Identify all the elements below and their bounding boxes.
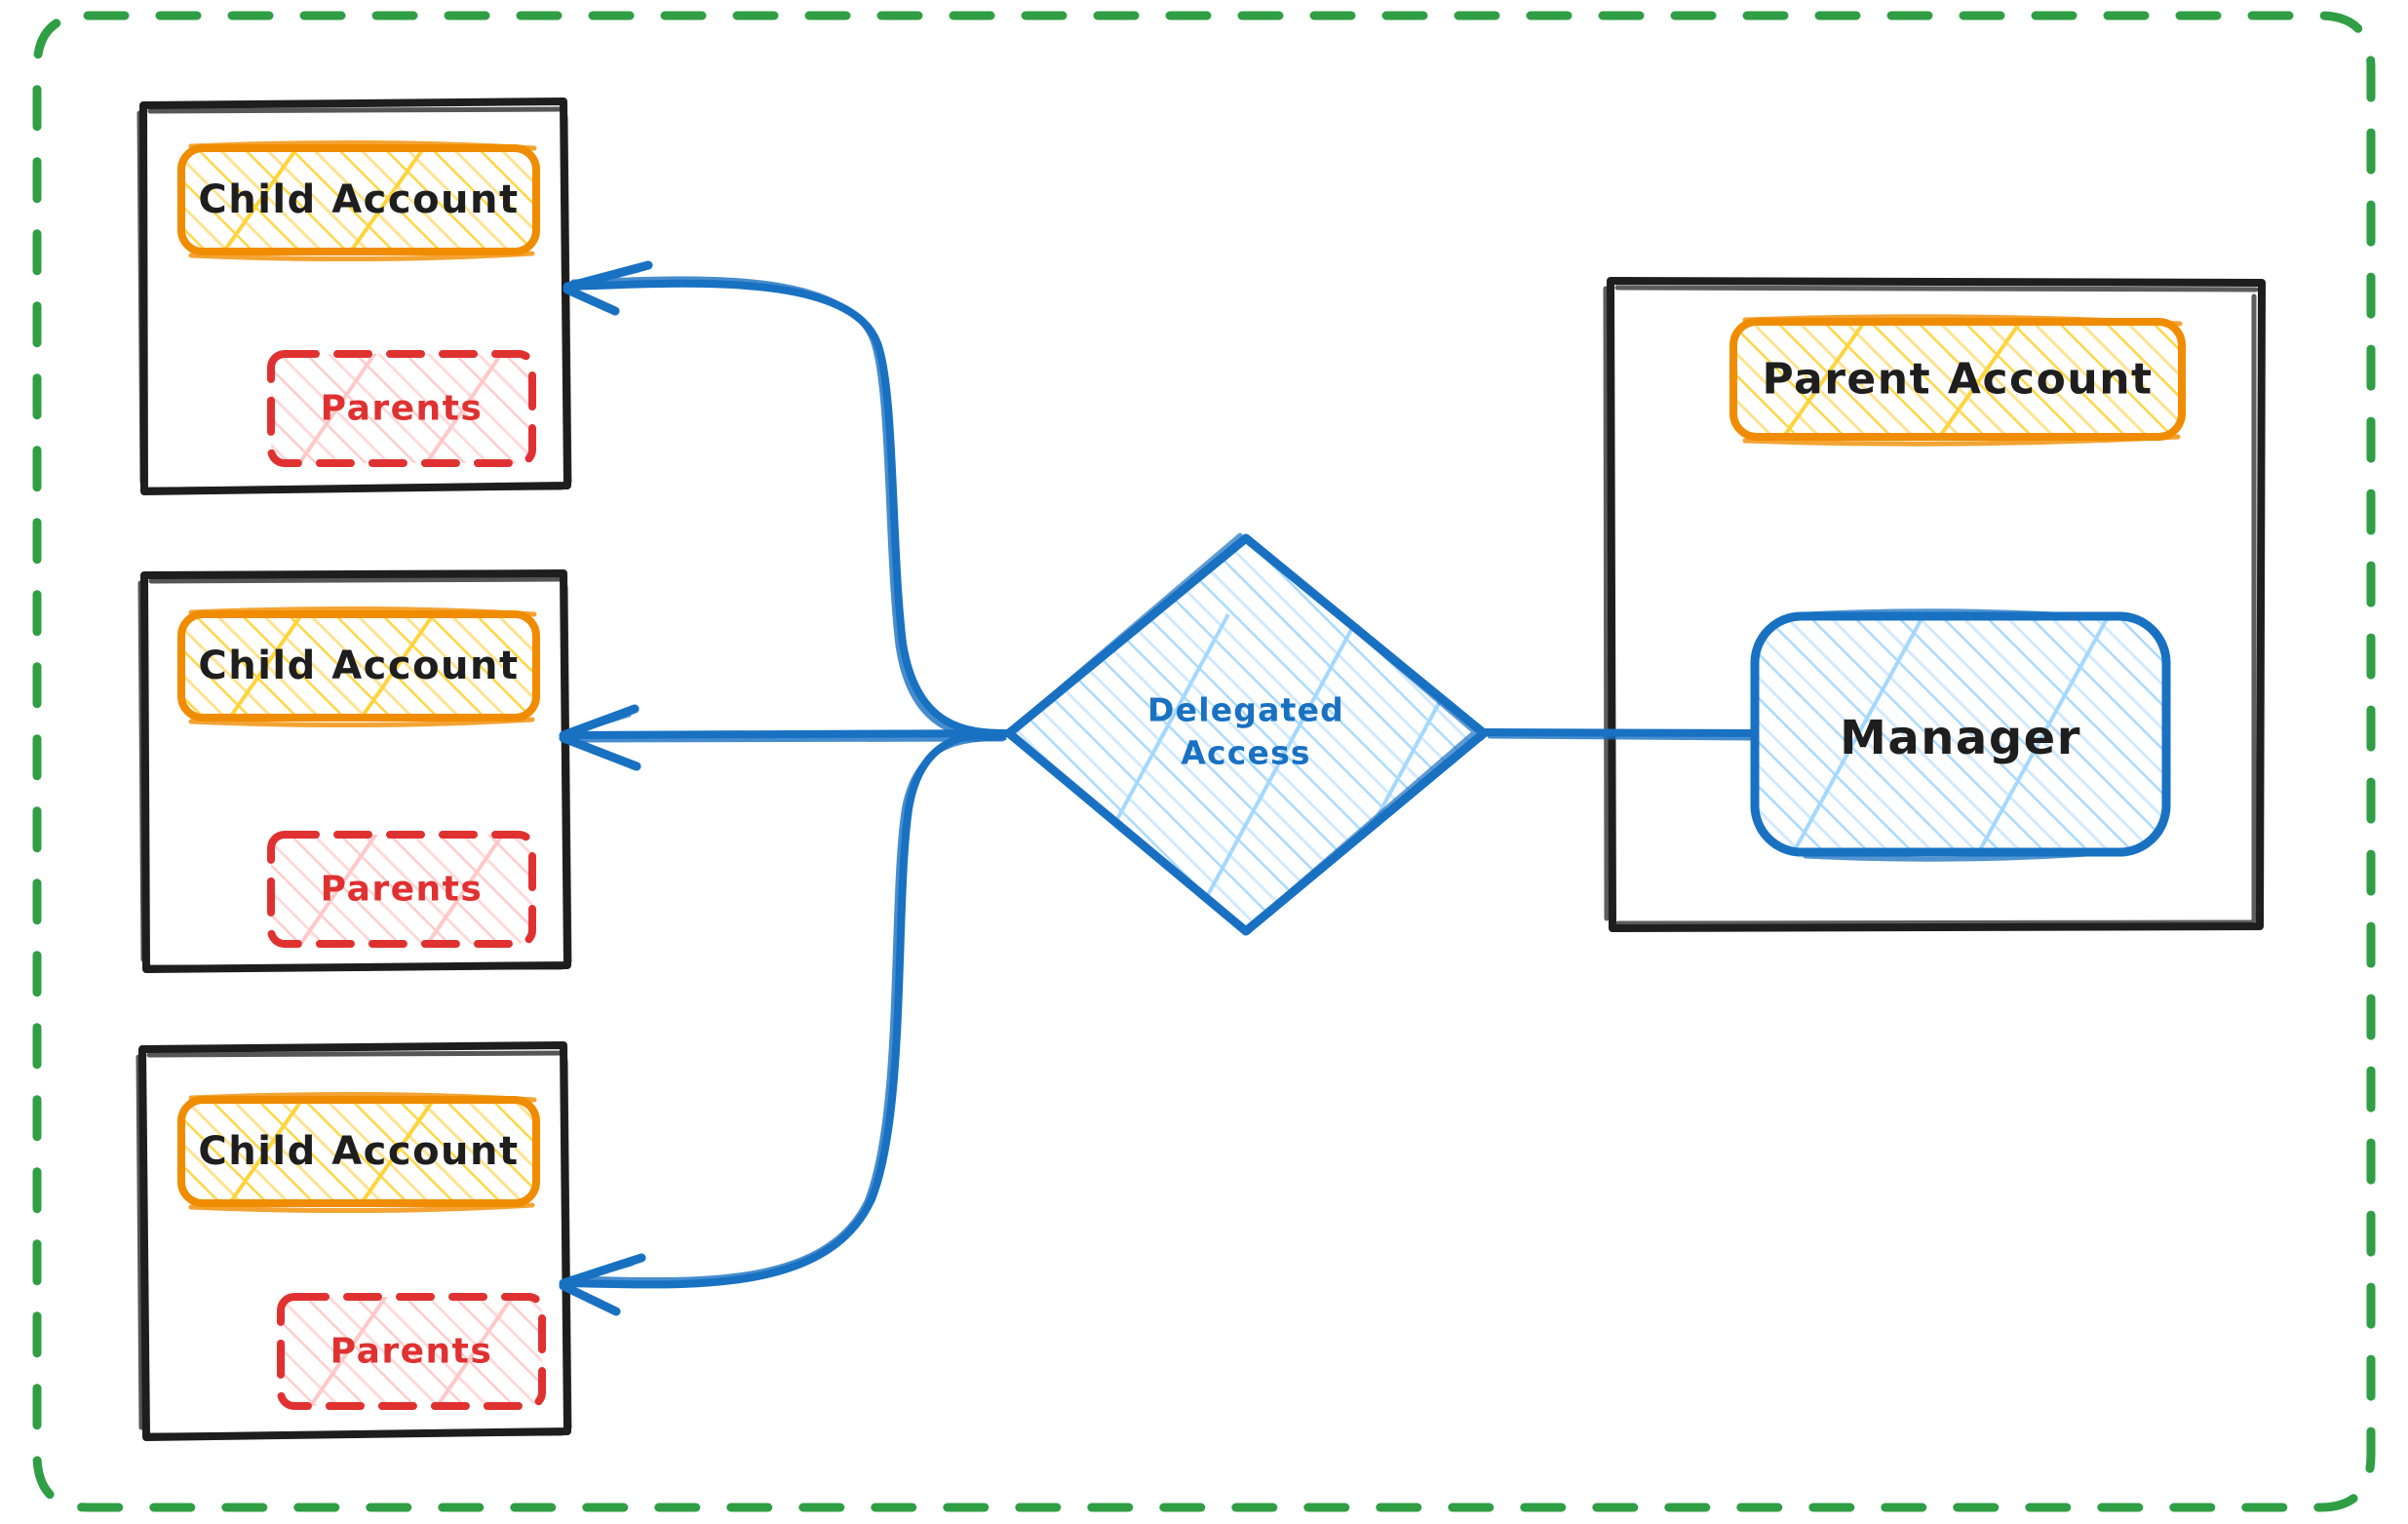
connector-delegated-access-to-child-1 [563, 260, 1010, 741]
delegated-access-diamond [1004, 532, 1489, 936]
parents-box-3 [277, 1293, 546, 1410]
parent-account-box [1729, 314, 2186, 447]
outer-dashed-boundary [32, 11, 2376, 1512]
connector-delegated-access-to-child-2 [559, 704, 1010, 771]
child-account-box-2 [177, 606, 540, 728]
parents-box-2 [267, 831, 536, 948]
connector-delegated-access-to-child-3 [559, 729, 1010, 1316]
child-account-box-3 [177, 1091, 540, 1214]
child-account-box-1 [177, 139, 540, 262]
connector-manager-to-delegated-access [1482, 728, 1759, 741]
parents-box-1 [267, 350, 536, 467]
manager-box [1750, 608, 2171, 862]
